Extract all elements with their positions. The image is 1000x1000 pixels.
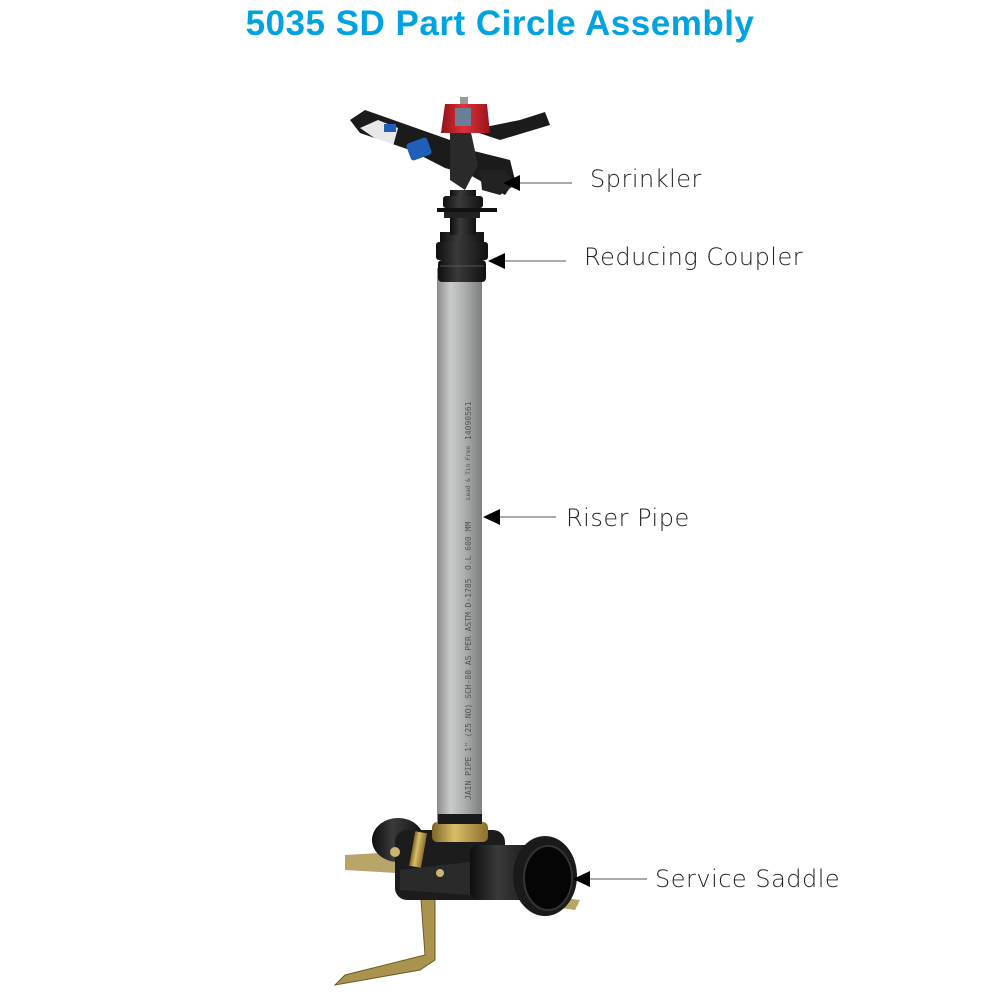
callout-label-sprinkler: Sprinkler (590, 165, 702, 193)
service-saddle (333, 814, 580, 986)
callout-label-service-saddle: Service Saddle (655, 865, 841, 893)
pipe-marking-code: 14090561 (464, 401, 473, 440)
riser-pipe: JAIN PIPE 1" (25 NO) SCH-80 AS PER ASTM … (437, 268, 482, 828)
pipe-marking-length: O.L 600 MM (464, 522, 473, 570)
reducing-coupler (436, 232, 488, 282)
page-title: 5035 SD Part Circle Assembly (245, 4, 755, 43)
callout-label-reducing-coupler: Reducing Coupler (584, 243, 804, 271)
blue-adjuster (406, 137, 432, 161)
callout-arrow-sprinkler (503, 175, 572, 191)
sprinkler (350, 97, 550, 235)
callout-arrow-service-saddle (573, 871, 647, 887)
callout-label-riser-pipe: Riser Pipe (566, 504, 690, 532)
pipe-marking-spec: JAIN PIPE 1" (25 NO) SCH-80 AS PER ASTM … (464, 578, 473, 800)
pipe-marking-tagline: Lead & Tin Free (465, 445, 472, 500)
callout-arrow-riser-pipe (483, 509, 556, 525)
callout-arrow-reducing-coupler (488, 253, 566, 269)
